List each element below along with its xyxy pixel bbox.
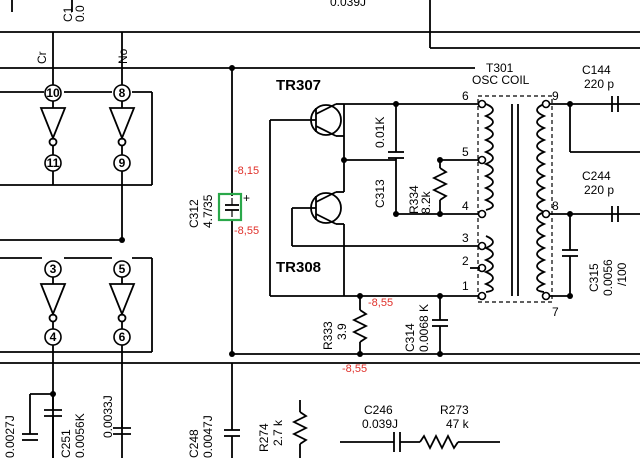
ic-pin-6: 6 [113, 328, 131, 346]
t301-ref: T301 [486, 61, 514, 75]
svg-text:6: 6 [119, 330, 126, 344]
r334-value: 8.2k [419, 190, 433, 214]
c144-value: 220 p [584, 77, 614, 91]
c244-value: 220 p [584, 183, 614, 197]
c313-ref: C313 [373, 179, 387, 208]
svg-text:9: 9 [119, 156, 126, 170]
c313-value: 0.01K [373, 117, 387, 148]
t301-name: OSC COIL [472, 73, 530, 87]
coil-pin-5: 5 [462, 145, 469, 159]
c315-capacitor: C315 0.0056 /100 [562, 214, 629, 296]
coil-pin-8: 8 [552, 199, 559, 213]
r333-ref: R333 [321, 321, 335, 350]
c246-ref: C246 [364, 403, 393, 417]
coil-pin-6: 6 [462, 89, 469, 103]
c248-value: 0.0047J [201, 415, 215, 458]
t301-osc-coil: T301 OSC COIL 6 5 4 3 2 1 9 8 7 [462, 61, 559, 319]
measurement-c312-bottom: -8,55 [234, 225, 259, 237]
r334-resistor: R334 8.2k [407, 157, 449, 217]
c1-value-partial: 0.0 [73, 5, 87, 22]
c244-ref: C244 [582, 169, 611, 183]
tr308-transistor: TR308 [276, 136, 480, 296]
ic-pin-10: 10 [44, 84, 62, 102]
r273-value: 47 k [446, 417, 470, 431]
c314-capacitor: C314 0.0068 K [403, 296, 448, 354]
c312-plus: + [243, 191, 250, 205]
c1-partial-label: C1 [61, 6, 75, 22]
svg-text:5: 5 [119, 262, 126, 276]
svg-text:10: 10 [46, 86, 60, 100]
c251-value: 0.0056K [73, 413, 87, 458]
no-label: No [116, 48, 130, 64]
coil-pin-2: 2 [462, 254, 469, 268]
c312-value: 4.7/35 [201, 194, 215, 228]
svg-text:3: 3 [50, 262, 57, 276]
ic-pin-5: 5 [113, 260, 131, 278]
c315-value-2: /100 [615, 262, 629, 286]
svg-text:4: 4 [50, 330, 57, 344]
coil-pin-1: 1 [462, 279, 469, 293]
measurement-r333-bottom: -8,55 [342, 363, 367, 375]
coil-pin-9: 9 [552, 89, 559, 103]
r274-ref: R274 [257, 423, 271, 452]
inverter-shape [39, 283, 67, 317]
ic-pin-8: 8 [113, 84, 131, 102]
c144-ref: C144 [582, 63, 611, 77]
c314-ref: C314 [403, 323, 417, 352]
coil-pin-3: 3 [462, 231, 469, 245]
c244-capacitor: C244 220 p [569, 104, 640, 222]
c-left-value: 0.0027J [3, 415, 17, 458]
measurement-emitter: -8,55 [368, 297, 393, 309]
c312-highlight-box [217, 192, 243, 222]
ic-pin-11: 11 [44, 154, 62, 172]
r334-ref: R334 [407, 185, 421, 214]
svg-text:11: 11 [47, 156, 60, 170]
c-mid-value: 0.0033J [101, 395, 115, 438]
svg-text:8: 8 [119, 86, 126, 100]
c246-value: 0.039J [362, 417, 398, 431]
bottom-components: 0.0027J C251 0.0056K 0.0033J C248 0.0047… [3, 363, 500, 458]
r333-value: 3.9 [335, 323, 349, 340]
c314-value: 0.0068 K [417, 304, 431, 352]
inverter-shape [39, 107, 67, 141]
c315-ref: C315 [587, 263, 601, 292]
tr307-label: TR307 [276, 77, 321, 94]
coil-dashed-frame [477, 95, 553, 303]
c248-ref: C248 [187, 429, 201, 458]
tr307-transistor: TR307 [269, 77, 399, 296]
measurement-c312-top: -8,15 [234, 165, 259, 177]
c251-ref: C251 [59, 429, 73, 458]
top-value-partial: 0.039J [330, 0, 366, 9]
cr-label: Cr [35, 51, 49, 64]
coil-pin-7: 7 [552, 305, 559, 319]
ic-pin-9: 9 [113, 154, 131, 172]
r274-value: 2.7 k [271, 419, 285, 446]
ic-pin-4: 4 [44, 328, 62, 346]
c312-capacitor: + C312 4.7/35 [187, 65, 640, 355]
inverter-shape [108, 283, 136, 317]
c144-capacitor: C144 220 p [582, 63, 619, 112]
tr308-label: TR308 [276, 259, 321, 276]
r333-resistor: R333 3.9 [321, 296, 369, 354]
inverter-shape [108, 107, 136, 141]
coil-pin-4: 4 [462, 199, 469, 213]
r273-ref: R273 [440, 403, 469, 417]
voltage-measurements: -8,15 -8,55 -8,55 -8,55 [234, 165, 393, 375]
c312-ref: C312 [187, 199, 201, 228]
c315-value-1: 0.0056 [601, 259, 615, 296]
ic-pin-3: 3 [44, 260, 62, 278]
